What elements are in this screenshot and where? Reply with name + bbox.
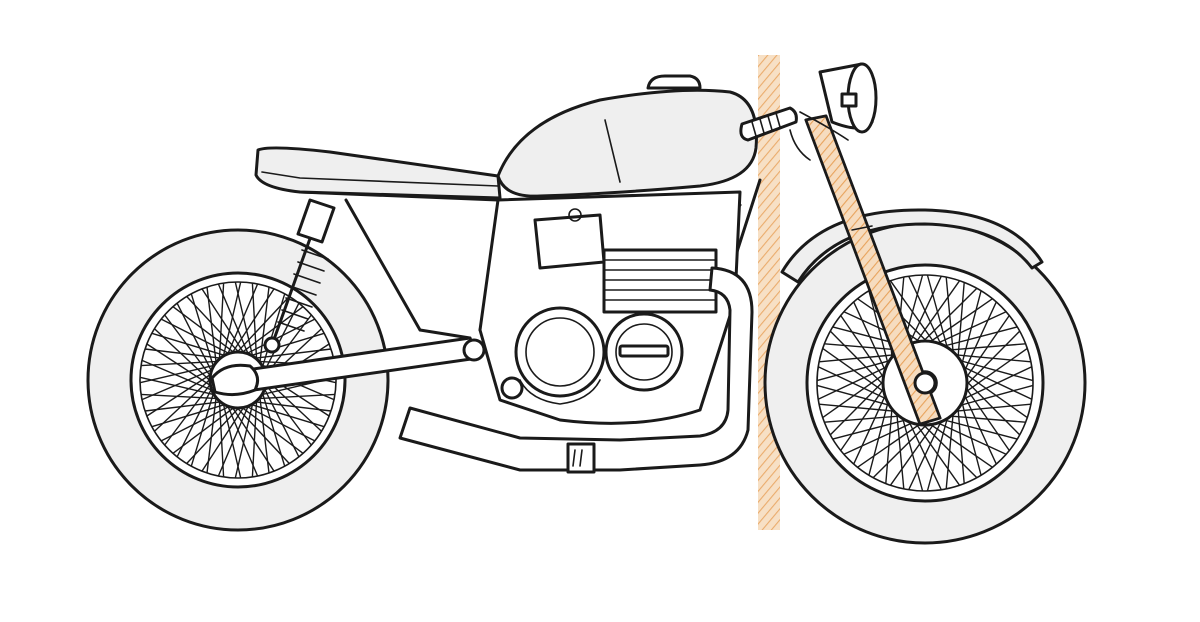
clutch-cover — [514, 306, 606, 398]
spoke — [234, 281, 256, 367]
spoke — [160, 401, 239, 442]
spoke — [251, 283, 258, 370]
spoke — [176, 379, 217, 458]
fuel-cap — [646, 74, 702, 90]
carburetor — [533, 213, 606, 270]
spoke — [206, 286, 218, 373]
seat — [254, 146, 502, 200]
spoke — [241, 332, 325, 359]
exhaust-pipe — [398, 266, 754, 472]
spoke — [139, 376, 225, 398]
spoke — [245, 400, 332, 412]
spoke — [172, 306, 243, 359]
spoke — [206, 387, 218, 474]
front-fork — [804, 114, 942, 426]
rear-shock — [263, 198, 336, 354]
spoke — [139, 362, 225, 384]
spoke — [154, 371, 218, 432]
spoke — [144, 348, 231, 360]
spoke — [201, 288, 250, 362]
spoke — [248, 393, 335, 400]
headlight — [818, 62, 878, 134]
spoke — [223, 396, 259, 477]
spoke — [141, 360, 228, 367]
rear-spokes — [139, 281, 337, 479]
spoke — [176, 302, 217, 381]
spoke — [160, 318, 239, 359]
engine — [478, 190, 742, 425]
spoke — [220, 393, 242, 479]
spoke — [151, 332, 235, 359]
spoke — [259, 293, 286, 377]
spoke — [186, 296, 247, 360]
spoke — [237, 401, 316, 442]
spoke — [141, 365, 222, 401]
brake-lever — [789, 111, 849, 161]
spoke — [164, 375, 217, 446]
spoke — [190, 383, 217, 467]
front-wheel — [763, 221, 1087, 545]
spoke — [258, 387, 270, 474]
spoke — [146, 368, 220, 417]
spoke — [218, 283, 225, 370]
spoke — [218, 390, 225, 477]
spoke — [144, 400, 231, 412]
fuel-tank — [496, 88, 758, 198]
spoke — [251, 390, 258, 477]
spoke — [234, 393, 256, 479]
rear-axle-plate — [210, 363, 260, 397]
spoke — [151, 401, 235, 428]
spoke — [226, 398, 275, 472]
spoke — [141, 393, 228, 400]
spoke — [190, 293, 217, 377]
spoke — [259, 379, 300, 458]
spoke — [259, 383, 286, 467]
spoke — [241, 401, 325, 428]
spoke — [233, 401, 304, 454]
spoke — [245, 348, 332, 360]
spoke — [220, 281, 242, 367]
spoke — [229, 400, 290, 464]
spoke — [217, 283, 253, 364]
spoke — [258, 286, 270, 373]
